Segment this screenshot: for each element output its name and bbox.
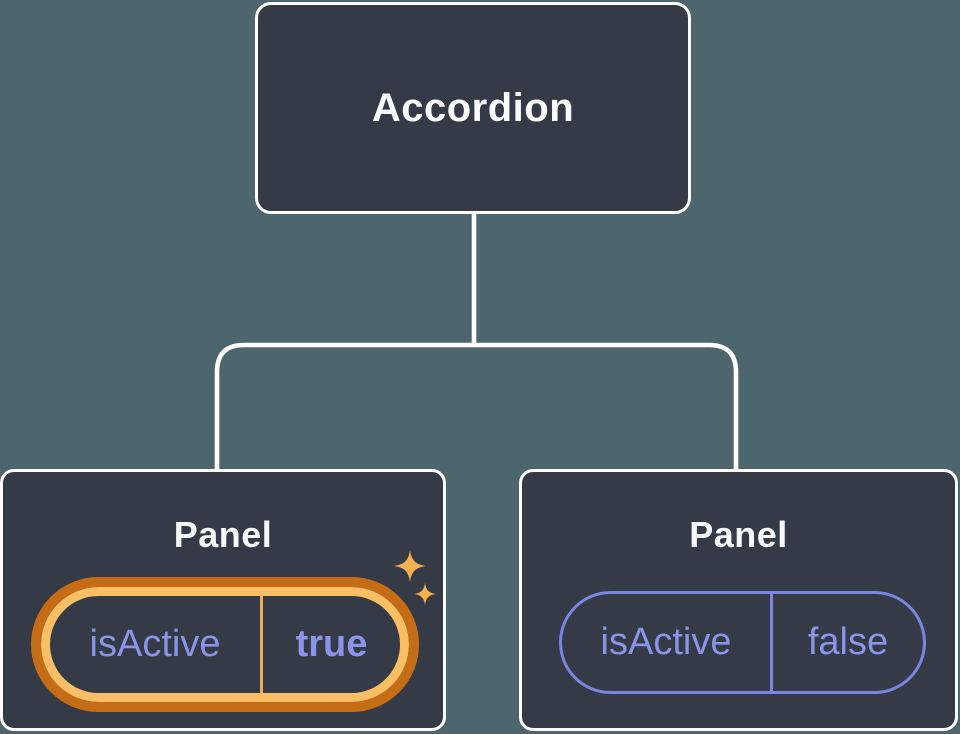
prop-value-label: true	[295, 623, 368, 665]
prop-pill-divider	[260, 596, 263, 693]
prop-value-label: false	[807, 621, 889, 663]
connector-branch	[214, 342, 739, 471]
prop-name-label: isActive	[89, 623, 221, 665]
node-panel-label: Panel	[689, 514, 788, 555]
prop-pill-divider	[770, 594, 773, 691]
node-panel-active: Panel isActive true	[0, 469, 446, 731]
node-panel-label: Panel	[173, 514, 273, 555]
node-panel-inactive: Panel isActive false	[519, 469, 958, 731]
node-accordion-label: Accordion	[371, 85, 575, 130]
prop-name-label: isActive	[600, 621, 732, 663]
prop-pill-content: isActive true	[50, 596, 400, 693]
prop-pill-content: isActive false	[562, 594, 923, 691]
node-accordion: Accordion	[255, 2, 691, 214]
sparkle-small	[414, 583, 436, 605]
prop-pill-isactive-true: isActive true	[31, 577, 419, 712]
prop-pill-isactive-false: isActive false	[559, 591, 926, 694]
